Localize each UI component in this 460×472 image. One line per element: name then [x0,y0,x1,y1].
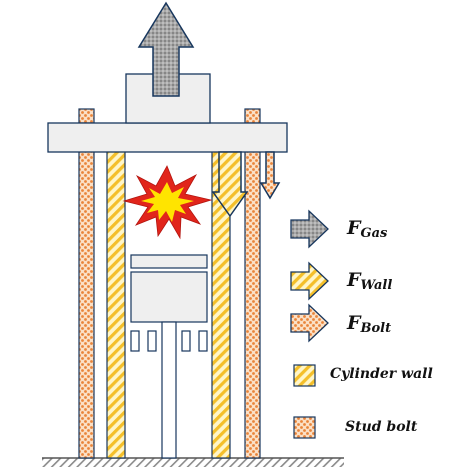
piston-pin-2 [147,330,157,352]
stud-bolt-left [78,150,95,459]
legend-stud-bolt-swatch [293,416,316,439]
cylinder-wall-left [106,150,126,459]
legend-cylinder-wall-label: Cylinder wall [330,366,433,382]
legend-bolt-arrow-icon [290,303,329,343]
legend-f-bolt-label: FBolt [347,312,391,336]
f-bolt-symbol: F [347,312,361,334]
piston-pin-4 [198,330,208,352]
stud-bolt-top-right [244,108,261,124]
gas-force-arrow-icon [137,1,195,97]
stud-bolt-top-left [78,108,95,124]
f-wall-subscript: Wall [360,278,393,293]
legend-gas-arrow-icon [290,209,329,249]
f-wall-symbol: F [347,269,361,291]
f-bolt-subscript: Bolt [360,321,392,336]
cylinder-head-plate [47,122,288,153]
connecting-rod [161,321,177,459]
explosion-icon [122,165,213,240]
piston-pin-3 [181,330,191,352]
f-gas-symbol: F [347,217,361,239]
piston-pin-1 [130,330,140,352]
f-gas-subscript: Gas [360,226,388,241]
stud-bolt-right [244,150,261,459]
legend-stud-bolt-label: Stud bolt [345,419,418,435]
bolt-force-arrow-icon [259,151,281,200]
legend-f-wall-label: FWall [347,269,392,293]
wall-force-arrow-icon [211,151,249,218]
legend-cylinder-wall-swatch [293,364,316,387]
legend-wall-arrow-icon [290,261,329,301]
piston-top-ring [130,254,208,269]
ground-hatch [42,458,344,467]
piston-body [130,271,208,323]
legend-f-gas-label: FGas [347,217,387,241]
